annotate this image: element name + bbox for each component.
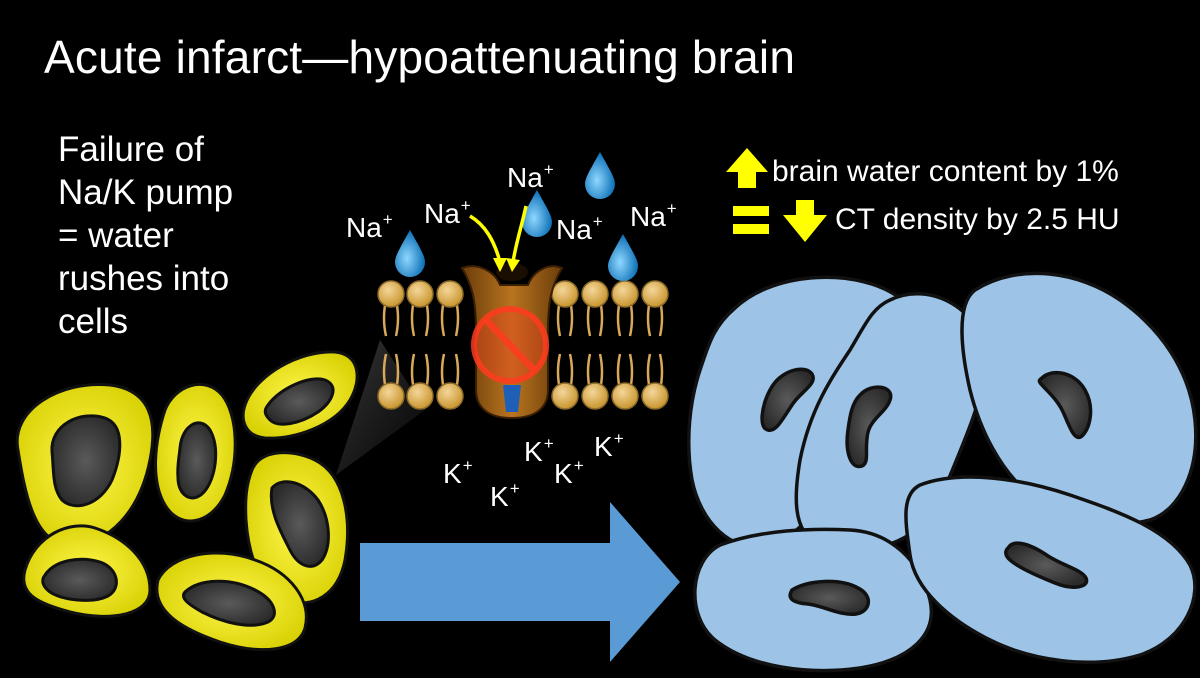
healthy-cell [15,382,155,547]
up-arrow-icon [726,148,768,188]
sodium-ion-label: Na+ [424,196,471,229]
swollen-cell [693,527,934,673]
down-arrow-icon [783,200,827,242]
water-drop-icon [608,234,638,281]
water-drops [395,152,638,281]
intro-line: Na/K pump [58,173,234,212]
sodium-ion-label: Na+ [630,199,677,232]
phospholipid-tails [382,299,664,391]
sodium-ion-label: Na+ [507,160,554,193]
sodium-potassium-pump [460,263,564,420]
swollen-cell [904,475,1197,664]
sodium-inflow-arrows [469,205,528,263]
potassium-ion-label: K+ [490,479,520,512]
sodium-ion-label: Na+ [346,210,393,243]
intro-line: cells [58,302,129,341]
potassium-ion-label: K+ [594,429,624,462]
healthy-cell [241,350,359,440]
phospholipid-heads [377,280,669,410]
healthy-cell [155,551,308,652]
water-content-fact: brain water content by 1% [772,155,1119,188]
water-drop-icon [522,190,552,237]
healthy-cells [15,350,359,652]
swollen-cells [687,271,1198,673]
water-drop-icon [395,230,425,277]
potassium-ion-label: K+ [443,456,473,489]
zoom-cone [336,340,425,475]
intro-text: Failure of Na/K pump = water rushes into… [58,128,233,343]
intro-line: = water [58,216,174,255]
healthy-cell [154,382,237,523]
intro-line: Failure of [58,130,204,169]
cell-membrane [377,263,669,420]
swollen-cell [960,271,1198,526]
potassium-ion-label: K+ [524,434,554,467]
ct-density-fact: CT density by 2.5 HU [835,203,1120,236]
slide-title: Acute infarct—hypoattenuating brain [44,31,796,83]
healthy-cell [22,524,152,618]
water-drop-icon [585,152,615,199]
transition-arrow [360,502,680,662]
intro-line: rushes into [58,259,230,298]
equals-icon [733,206,769,234]
potassium-ion-label: K+ [554,456,584,489]
sodium-ion-label: Na+ [556,212,603,245]
